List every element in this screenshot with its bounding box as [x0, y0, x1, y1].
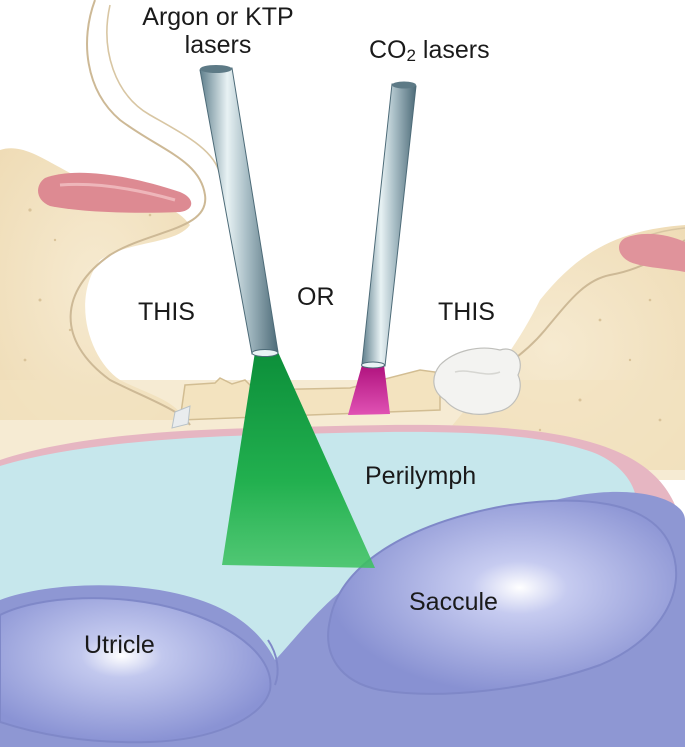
this-left-label: THIS [138, 298, 195, 326]
co2-label-subscript: 2 [406, 46, 416, 65]
argon-ktp-beam [222, 352, 375, 568]
prosthesis-plug [433, 347, 521, 415]
bone-speckles [23, 208, 662, 432]
tensor-muscle [38, 172, 192, 213]
argon-ktp-label-line1: Argon or KTP [142, 3, 294, 31]
canal-outline [69, 0, 207, 426]
or-label: OR [297, 283, 335, 311]
argon-ktp-label: Argon or KTP lasers [118, 3, 318, 59]
co2-label-prefix: CO [369, 36, 407, 64]
saccule-shape [327, 499, 678, 695]
co2-laser-label: CO2 lasers [369, 36, 490, 64]
perilymph-label: Perilymph [365, 462, 477, 490]
utricle-shape [0, 597, 272, 744]
saccule-label: Saccule [409, 588, 498, 616]
co2-label-suffix: lasers [415, 36, 490, 64]
utricle-label: Utricle [84, 631, 155, 659]
co2-beam [348, 365, 390, 415]
stapedius-muscle [618, 233, 685, 272]
this-right-label: THIS [438, 298, 495, 326]
bone-left [0, 148, 190, 420]
argon-ktp-label-line2: lasers [184, 31, 252, 59]
argon-ktp-fiber [199, 67, 279, 355]
co2-fiber [361, 83, 417, 367]
